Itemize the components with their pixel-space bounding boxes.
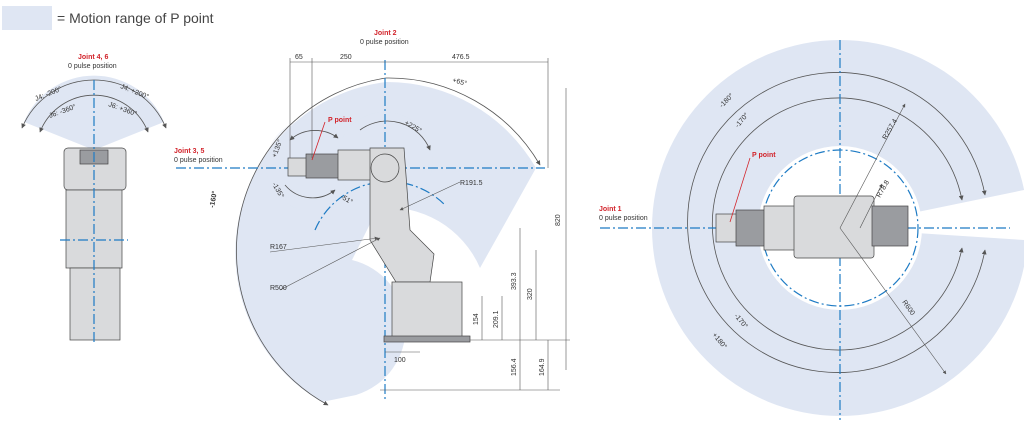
left-view-inner-arc — [39, 94, 149, 133]
right-view-joint1-title: Joint 1 — [599, 206, 622, 213]
left-view-joint-sub: 0 pulse position — [68, 63, 117, 70]
middle-view-angle-minus160: -160° — [208, 190, 219, 208]
middle-view-joint2-sub: 0 pulse position — [360, 39, 409, 46]
left-view: Joint 4, 6 0 pulse position J4: -200° J4… — [21, 54, 167, 345]
middle-view-base-plate — [383, 335, 471, 343]
right-view-p-point-leader — [729, 157, 751, 223]
middle-view-tool — [287, 157, 309, 177]
left-view-joint-title: Joint 4, 6 — [78, 54, 108, 61]
middle-view-r500-line — [279, 237, 381, 291]
right-view-wrist — [735, 209, 767, 247]
right-view-p-point: P point — [752, 152, 776, 159]
middle-view-base — [391, 281, 463, 339]
middle-view-dim-4765: 476.5 — [452, 54, 470, 61]
right-view-arc-inner — [711, 97, 964, 351]
middle-view-joint35-sub: 0 pulse position — [174, 157, 223, 164]
middle-view-dim-3933: 393.3 — [511, 272, 518, 290]
middle-view-dim-65: 65 — [295, 54, 303, 61]
middle-view-arc-r500 — [385, 77, 541, 166]
right-view-base — [793, 195, 875, 259]
legend-swatch — [2, 6, 52, 30]
middle-view-dim-1564: 156.4 — [511, 358, 518, 376]
middle-view-dim-100: 100 — [394, 357, 406, 364]
middle-view-joint2-title: Joint 2 — [374, 30, 397, 37]
right-view-r2574-line — [839, 103, 906, 229]
right-view-r600-line — [839, 227, 947, 375]
middle-view-wrist — [305, 153, 341, 179]
middle-view-dim-320: 320 — [527, 288, 534, 300]
middle-view-dim-250: 250 — [340, 54, 352, 61]
middle-view-dim-2091: 209.1 — [493, 310, 500, 328]
middle-view-dim-154: 154 — [473, 313, 480, 325]
middle-view-p-point: P point — [328, 117, 352, 124]
middle-view-arc-wrist — [289, 130, 339, 141]
middle-view-r167: R167 — [270, 244, 287, 251]
middle-view-r500: R500 — [270, 285, 287, 292]
right-view-connector — [871, 205, 909, 247]
right-view-arc-outer — [687, 72, 987, 373]
middle-view: 65 250 476.5 820 393.3 320 209.1 154 156… — [174, 30, 570, 406]
middle-view-arc-225 — [359, 120, 431, 151]
right-view-tool — [715, 213, 739, 243]
left-view-base — [69, 267, 121, 341]
middle-view-r1915: R191.5 — [460, 180, 483, 187]
middle-view-arc-r500-left — [236, 77, 387, 406]
middle-view-r1915-line — [399, 181, 461, 211]
middle-view-joint35-title: Joint 3, 5 — [174, 148, 204, 155]
middle-view-r167-line — [269, 236, 379, 253]
middle-view-p-point-leader — [311, 121, 326, 161]
legend-label: = Motion range of P point — [57, 10, 214, 26]
right-view-r788-line — [859, 183, 883, 229]
middle-view-joint2-hub — [370, 153, 400, 183]
middle-view-dim-1649: 164.9 — [539, 358, 546, 376]
middle-view-angle-plus65: +65° — [451, 76, 467, 88]
right-view-joint1-sub: 0 pulse position — [599, 215, 648, 222]
middle-view-arc-wrist-low — [284, 184, 336, 199]
right-view: Joint 1 0 pulse position P point -180° -… — [599, 40, 1024, 420]
middle-view-dim-820: 820 — [555, 214, 562, 226]
